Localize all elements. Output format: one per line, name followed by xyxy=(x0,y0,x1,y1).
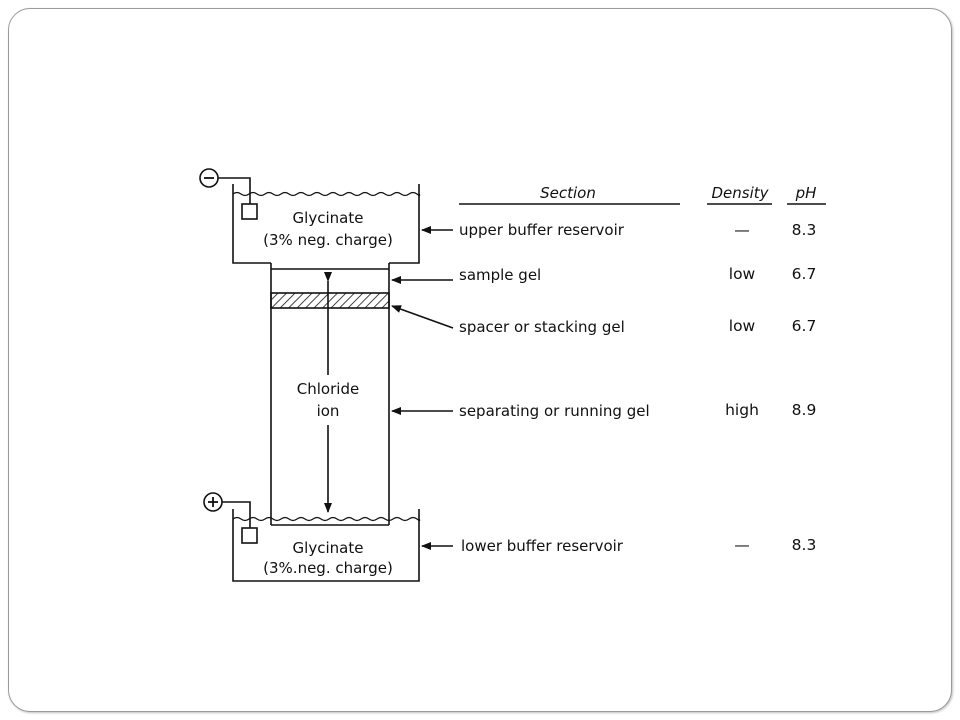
table-header: Section Density pH xyxy=(459,184,826,205)
header-ph: pH xyxy=(795,184,817,202)
upper-buffer-reservoir: Glycinate (3% neg. charge) xyxy=(232,184,421,264)
row-section: sample gel xyxy=(459,266,541,284)
row-ph: 8.3 xyxy=(792,536,817,554)
gel-column: Chloride ion xyxy=(270,263,390,526)
stacking-gel-band xyxy=(270,292,390,309)
electrophoresis-diagram: Glycinate (3% neg. charge) Chloride ion … xyxy=(199,168,826,582)
header-density: Density xyxy=(711,184,769,202)
row-ph: 8.9 xyxy=(792,401,817,419)
ion-label: ion xyxy=(317,402,340,420)
upper-reservoir-label-2: (3% neg. charge) xyxy=(263,231,393,249)
pointer-arrows xyxy=(391,226,454,550)
header-section: Section xyxy=(540,184,596,202)
positive-electrode xyxy=(203,492,258,544)
lower-reservoir-label-2: (3%.neg. charge) xyxy=(263,559,393,577)
arrow-stacking-gel xyxy=(391,305,454,329)
row-section: spacer or stacking gel xyxy=(459,318,625,336)
row-density: low xyxy=(729,265,756,283)
table-row: spacer or stacking gel low 6.7 xyxy=(459,317,816,336)
table-row: upper buffer reservoir — 8.3 xyxy=(459,221,816,239)
row-ph: 6.7 xyxy=(792,265,817,283)
table-row: sample gel low 6.7 xyxy=(459,265,816,284)
row-density: low xyxy=(729,317,756,335)
row-ph: 6.7 xyxy=(792,317,817,335)
row-density: — xyxy=(734,221,750,239)
chloride-label: Chloride xyxy=(297,380,359,398)
row-section: lower buffer reservoir xyxy=(461,537,624,555)
row-section: upper buffer reservoir xyxy=(459,221,625,239)
table-row: separating or running gel high 8.9 xyxy=(459,401,816,420)
upper-liquid-surface xyxy=(232,191,421,197)
lower-buffer-reservoir: Glycinate (3%.neg. charge) xyxy=(232,509,421,582)
row-density: — xyxy=(734,536,750,554)
lower-reservoir-label-1: Glycinate xyxy=(293,539,364,557)
row-section: separating or running gel xyxy=(459,402,650,420)
row-density: high xyxy=(725,401,759,419)
table-row: lower buffer reservoir — 8.3 xyxy=(461,536,816,555)
negative-electrode xyxy=(199,168,258,220)
slide-frame: Glycinate (3% neg. charge) Chloride ion … xyxy=(8,8,952,712)
upper-reservoir-label-1: Glycinate xyxy=(293,209,364,227)
lower-liquid-surface xyxy=(232,516,421,522)
row-ph: 8.3 xyxy=(792,221,817,239)
